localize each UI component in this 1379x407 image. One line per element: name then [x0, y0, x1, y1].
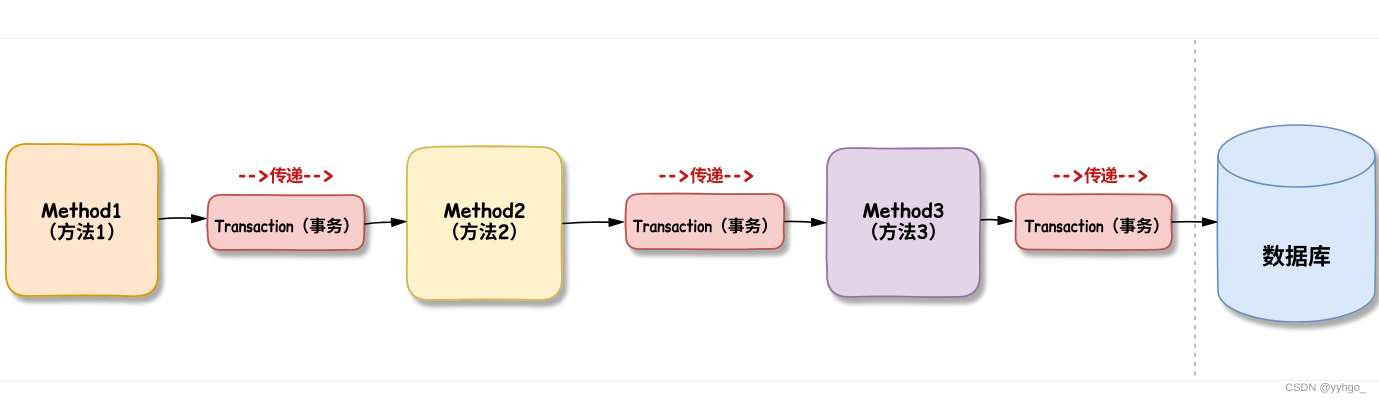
svg-text:CSDN @yyhgo_: CSDN @yyhgo_	[1285, 382, 1367, 394]
